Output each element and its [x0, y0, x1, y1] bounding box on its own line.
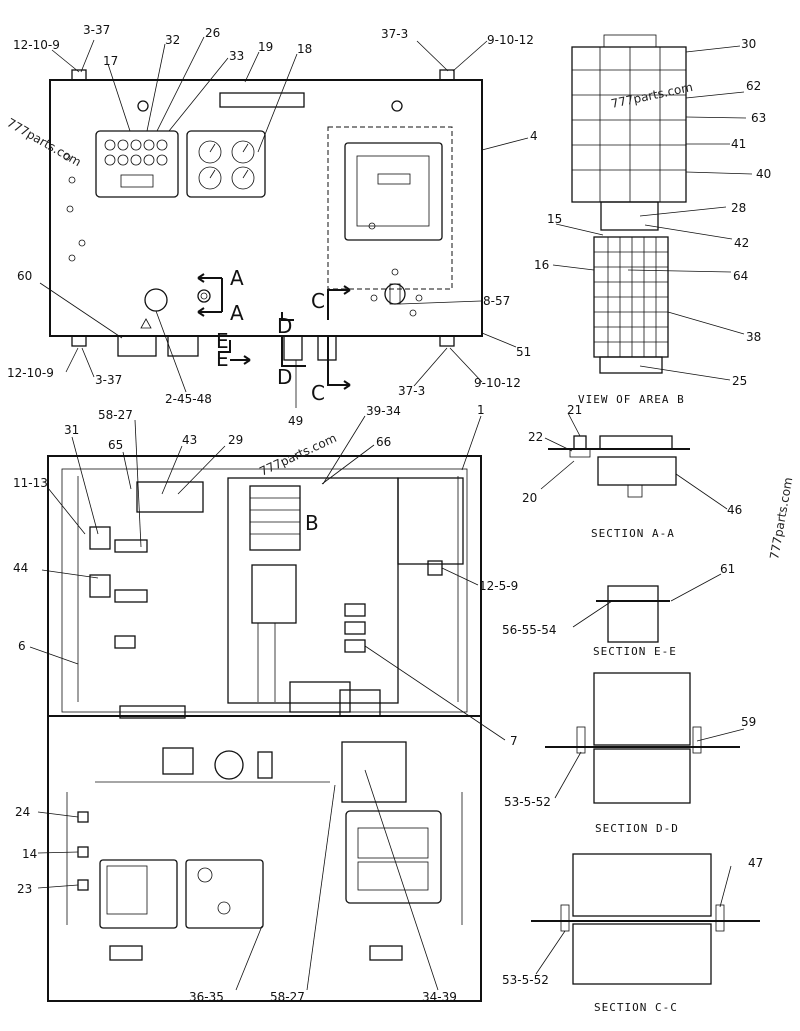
- callout-37-3-bot: 37-3: [398, 384, 425, 398]
- section-d-d: [545, 672, 740, 804]
- callout-17: 17: [103, 54, 118, 68]
- lower-cabinet: [47, 455, 482, 719]
- callout-61: 61: [720, 562, 735, 576]
- section-e-e: [596, 585, 670, 643]
- watermark-center: 777parts.com: [257, 431, 338, 479]
- callout-66: 66: [376, 435, 391, 449]
- section-letter-c1: C: [311, 289, 325, 313]
- callout-65: 65: [108, 438, 123, 452]
- section-a-a: [548, 435, 690, 498]
- callout-64: 64: [733, 269, 748, 283]
- callout-59: 59: [741, 715, 756, 729]
- callout-12-10-9-top: 12-10-9: [13, 38, 60, 52]
- callout-2-45-48: 2-45-48: [165, 392, 212, 406]
- callout-1: 1: [477, 403, 485, 417]
- section-letter-d1: D: [277, 314, 292, 338]
- callout-14: 14: [22, 847, 37, 861]
- callout-51: 51: [516, 345, 531, 359]
- callout-53-5-52-c: 53-5-52: [502, 973, 549, 987]
- callout-31: 31: [64, 423, 79, 437]
- callout-36-35: 36-35: [189, 990, 224, 1004]
- caption-section-a-a: SECTION A-A: [591, 527, 675, 540]
- section-c-c: [531, 853, 760, 985]
- callout-32: 32: [165, 33, 180, 47]
- callout-6: 6: [18, 639, 26, 653]
- callout-3-37-bot: 3-37: [95, 373, 122, 387]
- callout-18: 18: [297, 42, 312, 56]
- callout-29: 29: [228, 433, 243, 447]
- callout-4: 4: [530, 129, 538, 143]
- area-letter-b: B: [305, 511, 319, 535]
- caption-section-c-c: SECTION C-C: [594, 1001, 678, 1014]
- callout-38: 38: [746, 330, 761, 344]
- callout-12-10-9-bot: 12-10-9: [7, 366, 54, 380]
- section-letter-c2: C: [311, 381, 325, 405]
- callout-22: 22: [528, 430, 543, 444]
- callout-25: 25: [732, 374, 747, 388]
- callout-41: 41: [731, 137, 746, 151]
- callout-12-5-9: 12-5-9: [479, 579, 518, 593]
- callout-15: 15: [547, 212, 562, 226]
- callout-16: 16: [534, 258, 549, 272]
- callout-37-3-top: 37-3: [381, 27, 408, 41]
- callout-43: 43: [182, 433, 197, 447]
- callout-46: 46: [727, 503, 742, 517]
- view-area-b: [571, 34, 687, 374]
- watermark-left: 777parts.com: [5, 115, 84, 169]
- callout-3-37-top: 3-37: [83, 23, 110, 37]
- leader-lines: [29, 36, 753, 991]
- callout-63: 63: [751, 111, 766, 125]
- callout-62: 62: [746, 79, 761, 93]
- callout-30: 30: [741, 37, 756, 51]
- callout-56-55-54: 56-55-54: [502, 623, 556, 637]
- callout-11-13: 11-13: [13, 476, 48, 490]
- callout-60: 60: [17, 269, 32, 283]
- callout-8-57: 8-57: [483, 294, 510, 308]
- callout-58-27-top: 58-27: [98, 408, 133, 422]
- callout-34-39: 34-39: [422, 990, 457, 1004]
- section-letters: A A C C D D E E B: [216, 266, 325, 535]
- callout-39-34: 39-34: [366, 404, 401, 418]
- callout-33: 33: [229, 49, 244, 63]
- callout-9-10-12-top: 9-10-12: [487, 33, 534, 47]
- callout-44: 44: [13, 561, 28, 575]
- callout-53-5-52-d: 53-5-52: [504, 795, 551, 809]
- callout-24: 24: [15, 805, 30, 819]
- callout-26: 26: [205, 26, 220, 40]
- callout-58-27-bot: 58-27: [270, 990, 305, 1004]
- callout-28: 28: [731, 201, 746, 215]
- callout-labels: 12-10-9 3-37 32 26 33 17 19 18 37-3 9-10…: [7, 23, 771, 1004]
- callout-9-10-12-bot: 9-10-12: [474, 376, 521, 390]
- callout-49: 49: [288, 414, 303, 428]
- callout-21: 21: [567, 403, 582, 417]
- callout-20: 20: [522, 491, 537, 505]
- watermarks: 777parts.com 777parts.com 777parts.com 7…: [5, 80, 796, 561]
- section-letter-e2: E: [216, 347, 229, 371]
- callout-23: 23: [17, 882, 32, 896]
- callout-40: 40: [756, 167, 771, 181]
- caption-view-area-b: VIEW OF AREA B: [578, 393, 685, 406]
- section-letter-d2: D: [277, 365, 292, 389]
- callout-7: 7: [510, 734, 518, 748]
- watermark-terminal: 777parts.com: [610, 80, 694, 111]
- callout-19: 19: [258, 40, 273, 54]
- top-panel: [49, 69, 483, 361]
- caption-section-e-e: SECTION E-E: [593, 645, 677, 658]
- section-letter-a1: A: [230, 266, 244, 290]
- caption-section-d-d: SECTION D-D: [595, 822, 679, 835]
- lower-door: [47, 715, 482, 1002]
- callout-47: 47: [748, 856, 763, 870]
- watermark-right: 777parts.com: [767, 476, 795, 560]
- section-letter-a2: A: [230, 301, 244, 325]
- captions: VIEW OF AREA B SECTION A-A SECTION E-E S…: [578, 393, 685, 1014]
- section-letter-e1: E: [216, 329, 229, 353]
- section-arrows-top: [197, 273, 351, 390]
- callout-42: 42: [734, 236, 749, 250]
